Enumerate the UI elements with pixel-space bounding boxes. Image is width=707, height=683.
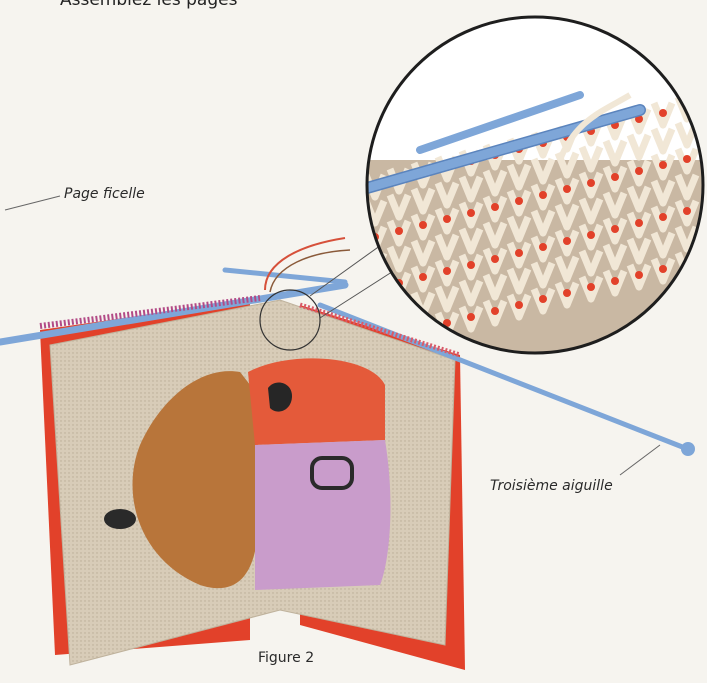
header-text: Assemblez les pages (60, 0, 237, 10)
label-troisieme-aiguille: Troisième aiguille (490, 478, 613, 494)
red-stitch-dot (659, 265, 667, 273)
red-stitch-dot (539, 295, 547, 303)
figure-caption: Figure 2 (258, 650, 314, 666)
red-stitch-dot (611, 173, 619, 181)
red-stitch-dot (539, 191, 547, 199)
red-stitch-dot (419, 221, 427, 229)
red-stitch-dot (491, 255, 499, 263)
leader-troisieme-aiguille (620, 445, 660, 475)
needle-short (225, 270, 345, 282)
red-stitch-dot (515, 249, 523, 257)
red-stitch-dot (563, 185, 571, 193)
red-stitch-dot (659, 161, 667, 169)
red-stitch-dot (467, 261, 475, 269)
red-stitch-dot (587, 231, 595, 239)
red-stitch-dot (515, 197, 523, 205)
red-stitch-dot (467, 313, 475, 321)
red-stitch-dot (491, 203, 499, 211)
third-needle-knob (681, 442, 695, 456)
red-stitch-dot (635, 167, 643, 175)
pink-block (255, 440, 390, 590)
leader-line-2 (320, 270, 395, 318)
red-stitch-dot (467, 209, 475, 217)
red-stitch-dot (491, 307, 499, 315)
red-stitch-dot (419, 273, 427, 281)
leader-page-ficelle (5, 196, 60, 210)
red-stitch-dot (683, 207, 691, 215)
red-stitch-dot (611, 277, 619, 285)
red-stitch-dot (539, 243, 547, 251)
red-stitch-dot (371, 285, 379, 293)
red-stitch-dot (563, 289, 571, 297)
label-page-ficelle: Page ficelle (64, 186, 145, 202)
stitch (414, 319, 432, 341)
red-stitch-dot (659, 213, 667, 221)
red-stitch-dot (443, 267, 451, 275)
red-stitch-dot (515, 301, 523, 309)
red-stitch-dot (563, 237, 571, 245)
orange-red-block (248, 358, 385, 445)
red-stitch-dot (587, 283, 595, 291)
stitch (390, 299, 408, 321)
red-stitch-dot (587, 179, 595, 187)
acorn-stem (104, 509, 136, 529)
red-stitch-dot (395, 227, 403, 235)
red-stitch-dot (419, 325, 427, 333)
red-stitch-dot (635, 219, 643, 227)
red-stitch-dot (683, 155, 691, 163)
red-stitch-dot (659, 109, 667, 117)
red-stitch-dot (635, 271, 643, 279)
red-stitch-dot (443, 215, 451, 223)
red-stitch-dot (611, 225, 619, 233)
